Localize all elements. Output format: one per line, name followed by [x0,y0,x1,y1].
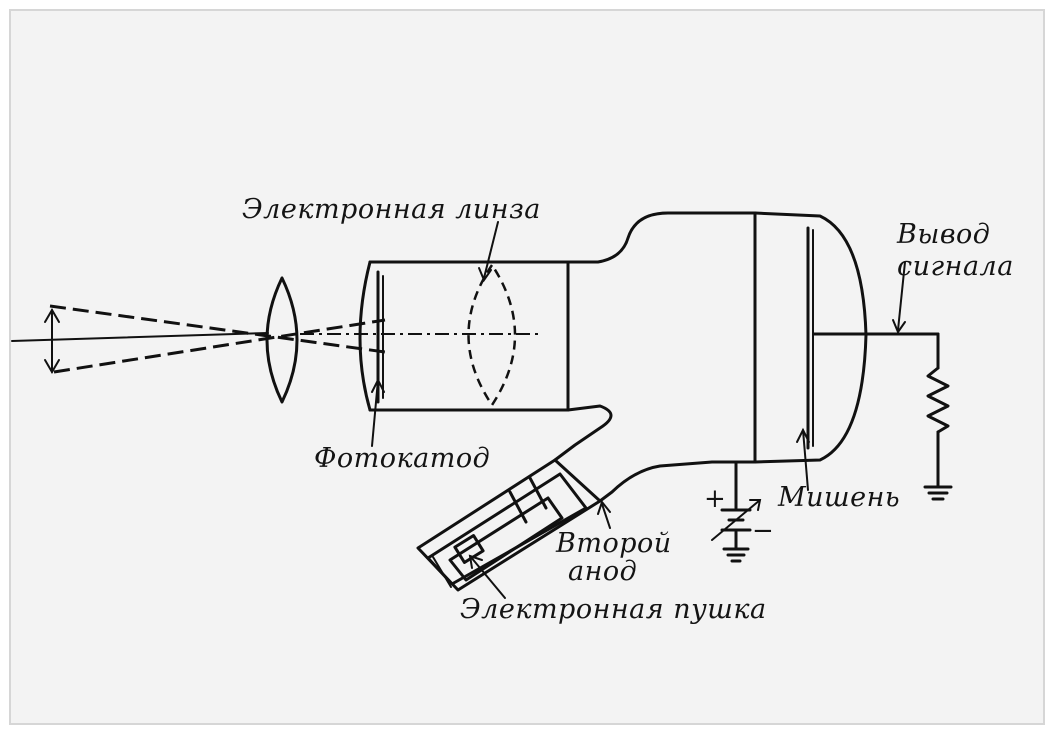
gun-grid [528,476,548,510]
optical-axis-left [11,332,269,342]
tube-lower-wall [368,404,613,462]
signal-output-circuit [812,332,953,501]
label-pointers [371,221,906,599]
optical-rays [11,304,386,374]
pointer-electron-gun [469,555,506,599]
diagram-frame [9,9,1045,725]
label-electron-lens: Электронная линза [242,194,541,225]
load-resistor [926,366,950,434]
gun-cathode-sleeve [448,496,564,582]
tube-envelope [368,211,868,503]
label-electron-gun: Электронная пушка [460,594,767,625]
label-signal-output-1: Вывод [896,219,990,250]
optical-lens [265,276,299,404]
label-second-anode-2: анод [568,556,637,587]
pointer-target [802,429,809,491]
light-ray-bottom [53,318,386,374]
pointer-electron-lens [483,221,499,279]
pointer-signal-output [897,261,906,331]
label-target: Мишень [777,482,900,513]
label-signal-output-2: сигнала [897,251,1014,282]
label-photocathode: Фотокатод [314,443,490,474]
gun-grid-2 [508,490,528,524]
light-ray-top [49,304,386,354]
label-second-anode-1: Второй [555,528,672,559]
label-minus-sign: − [752,516,774,546]
electron-gun [416,458,602,592]
object-arrow-head-top [44,308,60,323]
target-bias-battery [711,460,762,563]
gun-end-line [432,556,452,588]
object-arrow-head-bottom [44,359,60,374]
electron-lens [467,262,517,408]
label-plus-sign: + [704,484,726,514]
tube-photocathode-end [358,260,372,412]
pointer-photocathode [371,379,379,447]
pointer-second-anode [601,503,611,529]
